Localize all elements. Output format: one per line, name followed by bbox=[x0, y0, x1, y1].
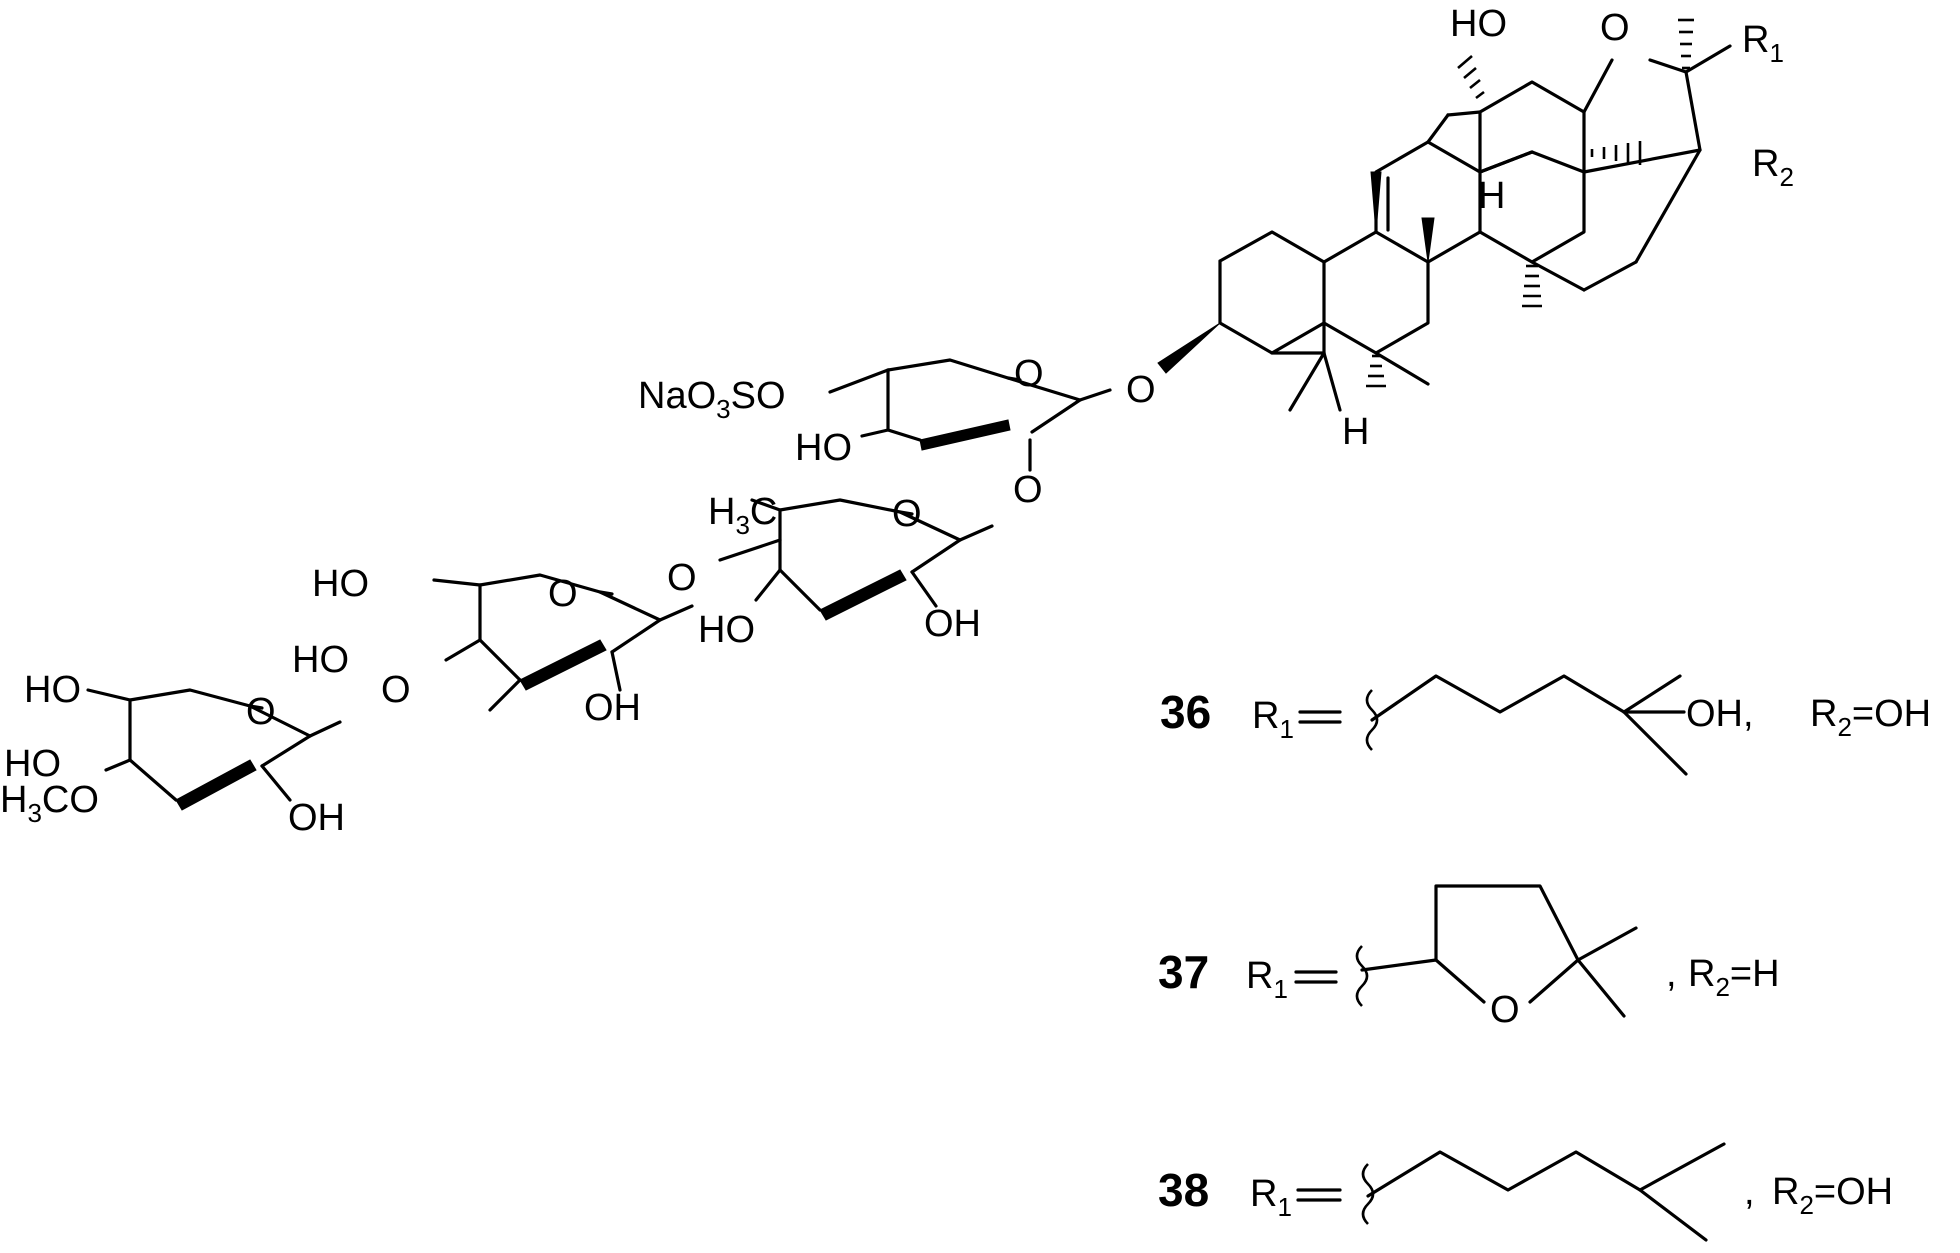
c14-hash-bond bbox=[1522, 264, 1542, 308]
xylose-ring-o-label: O bbox=[1014, 353, 1044, 395]
r1-label: R1 bbox=[1742, 19, 1784, 68]
xylose-residue: NaO3SO O HO O bbox=[638, 353, 1112, 511]
compound-37-r2: R2=H bbox=[1688, 953, 1780, 1002]
compound-36-group: OH, bbox=[1686, 693, 1754, 735]
compound-37: 37 R1 O , R2=H bbox=[1158, 884, 1780, 1031]
compound-36-side-chain bbox=[1370, 674, 1682, 722]
compound-36-id: 36 bbox=[1160, 686, 1211, 738]
compound-38-id: 38 bbox=[1158, 1164, 1209, 1216]
glucose-ho1-label: HO bbox=[312, 563, 369, 605]
c5-hash-bond bbox=[1366, 354, 1386, 388]
compound-36-methyl-down bbox=[1622, 710, 1688, 776]
glucose-residue: HO O HO OH O bbox=[292, 563, 694, 729]
methylglucose-residue: HO O HO H3CO OH bbox=[0, 669, 345, 839]
methylglucose-ring-o-label: O bbox=[246, 691, 276, 733]
glycosidic-o-label: O bbox=[1126, 369, 1156, 411]
lactol-o-label: O bbox=[1600, 7, 1630, 49]
compound-36: 36 R1 OH, R2=OH bbox=[1160, 674, 1931, 776]
compound-38-sep: , bbox=[1744, 1171, 1755, 1213]
sulfate-label: NaO3SO bbox=[638, 375, 786, 424]
glucose-oh-label: OH bbox=[584, 687, 641, 729]
compound-36-wavy-bond bbox=[1365, 689, 1379, 751]
compound-37-methyl-1 bbox=[1576, 926, 1638, 962]
compound-37-r1: R1 bbox=[1246, 955, 1288, 1004]
methylglucose-oh-label: OH bbox=[288, 797, 345, 839]
h8-label: H bbox=[1478, 175, 1505, 217]
compound-37-wavy-bond bbox=[1355, 945, 1369, 1007]
quinovose-residue: H3C O HO OH O bbox=[667, 491, 994, 651]
compound-37-methyl-2 bbox=[1576, 958, 1626, 1018]
glucose-ho2-label: HO bbox=[292, 639, 349, 681]
compound-37-id: 37 bbox=[1158, 946, 1209, 998]
r2-label: R2 bbox=[1752, 143, 1794, 192]
xylose-ho-label: HO bbox=[795, 427, 852, 469]
compound-37-ring-o-bond bbox=[1434, 958, 1486, 1004]
quinovose-oh-label: OH bbox=[924, 603, 981, 645]
compound-38-r2: R2=OH bbox=[1772, 1171, 1893, 1220]
compound-37-ring-o: O bbox=[1490, 989, 1520, 1031]
c18-hash-bond bbox=[1457, 55, 1485, 100]
link-o-label: O bbox=[667, 557, 697, 599]
compound-38-side-chain bbox=[1366, 1142, 1726, 1198]
quinovose-methyl-label: H3C bbox=[708, 491, 777, 540]
xylose-o2-label: O bbox=[1013, 469, 1043, 511]
h5-label: H bbox=[1342, 411, 1369, 453]
aglycone: HO O R1 R2 H H O bbox=[1126, 3, 1794, 453]
compound-38-r1: R1 bbox=[1250, 1173, 1292, 1222]
c20-hash-bond bbox=[1678, 18, 1694, 70]
compound-36-r1: R1 bbox=[1252, 695, 1294, 744]
compound-37-sep: , bbox=[1666, 953, 1677, 995]
methylglucose-ho2-label: HO bbox=[4, 743, 61, 785]
methylglucose-methoxy-label: H3CO bbox=[0, 779, 99, 828]
compound-37-ring bbox=[1434, 884, 1580, 1004]
compound-38: 38 R1 , R2=OH bbox=[1158, 1142, 1893, 1242]
quinovose-ho-label: HO bbox=[698, 609, 755, 651]
compound-37-attach-bond bbox=[1360, 958, 1438, 972]
lactol-ho-label: HO bbox=[1450, 3, 1507, 45]
glucose-ring-o-label: O bbox=[548, 573, 578, 615]
compound-38-methyl-down bbox=[1638, 1188, 1708, 1242]
link-o2-label: O bbox=[381, 669, 411, 711]
compound-36-r2: R2=OH bbox=[1810, 693, 1931, 742]
quinovose-ring-o-label: O bbox=[892, 493, 922, 535]
c17-hash-bond bbox=[1590, 141, 1642, 165]
methylglucose-ho1-label: HO bbox=[24, 669, 81, 711]
